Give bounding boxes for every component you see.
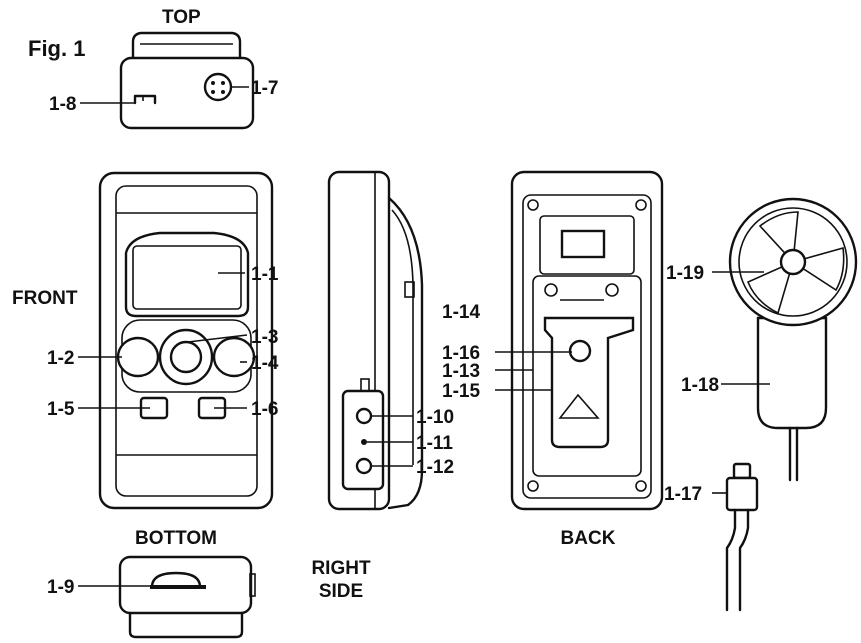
- vane-blade: [758, 211, 799, 264]
- jack-1-12: [355, 457, 373, 475]
- top-view-body: [119, 56, 255, 130]
- right-side-view: RIGHT SIDE 1-10 1-11 1-12: [311, 170, 454, 602]
- callout-1-8: 1-8: [49, 94, 76, 115]
- lcd-display-window: [132, 245, 242, 310]
- bottom-side-tab: [249, 573, 256, 597]
- callout-1-15: 1-15: [442, 381, 480, 402]
- jack-1-11: [361, 439, 367, 445]
- view-label-right-side-line1: RIGHT: [311, 558, 371, 579]
- screw: [635, 480, 647, 492]
- callout-1-4: 1-4: [251, 353, 279, 374]
- side-rear-stand: [387, 196, 424, 510]
- plug-cable: [738, 508, 750, 612]
- battery-cover: [532, 275, 642, 477]
- back-inner-frame: [522, 194, 652, 499]
- probe-socket-pin: [211, 81, 215, 85]
- stand-notch: [558, 393, 600, 419]
- bottom-view-base: [128, 611, 244, 639]
- bottom-view: BOTTOM 1-9: [47, 528, 256, 639]
- tripod-socket: [568, 339, 592, 363]
- probe-socket-pin: [211, 90, 215, 94]
- back-label-window: [560, 229, 606, 259]
- probe-handle: [756, 316, 828, 430]
- callout-1-18: 1-18: [681, 375, 719, 396]
- right-button: [212, 336, 256, 378]
- vane-probe: 1-19 1-18: [666, 197, 858, 482]
- side-clip: [404, 281, 415, 298]
- probe-socket-pin: [221, 90, 225, 94]
- center-button: [169, 340, 203, 374]
- plug-body: [725, 476, 759, 512]
- vane-ring-inner: [738, 207, 848, 317]
- view-label-top: TOP: [162, 7, 201, 28]
- cover-screw: [544, 283, 558, 297]
- callout-1-6: 1-6: [251, 399, 278, 420]
- callout-1-16: 1-16: [442, 343, 480, 364]
- vane-blade: [791, 246, 845, 292]
- view-label-front: FRONT: [12, 288, 78, 309]
- screw: [527, 480, 539, 492]
- vane-hub: [779, 248, 807, 276]
- front-inner-frame: [115, 185, 258, 497]
- back-label-area: [539, 215, 635, 275]
- jack-1-10: [355, 407, 373, 425]
- callout-1-5: 1-5: [47, 399, 75, 420]
- view-label-back: BACK: [561, 528, 616, 549]
- callout-1-7: 1-7: [251, 78, 278, 99]
- callout-1-12: 1-12: [416, 457, 454, 478]
- plug-cable: [725, 508, 737, 612]
- lcd-display: [124, 231, 250, 318]
- callout-1-13: 1-13: [442, 361, 480, 382]
- view-label-bottom: BOTTOM: [135, 528, 217, 549]
- tilt-stand: [543, 316, 635, 449]
- screw: [635, 199, 647, 211]
- sd-card-slot-opening: [150, 585, 206, 589]
- leader-line: [187, 334, 248, 343]
- vane-blade: [746, 260, 795, 315]
- screw: [527, 199, 539, 211]
- probe-socket: [203, 72, 233, 102]
- sd-card-slot: [150, 571, 202, 589]
- callout-1-14: 1-14: [442, 302, 480, 323]
- front-view: FRONT 1-1 1-3 1-2 1-4 1-5 1-6: [12, 171, 279, 510]
- top-socket-connector: [133, 94, 157, 105]
- callout-1-17: 1-17: [664, 484, 702, 505]
- callout-1-3: 1-3: [251, 327, 278, 348]
- cover-screw: [605, 283, 619, 297]
- callout-1-1: 1-1: [251, 264, 279, 285]
- top-view: TOP 1-7 1-8: [49, 7, 278, 130]
- side-rear-stand-inner: [391, 209, 414, 465]
- probe-plug: 1-17: [664, 462, 759, 612]
- left-button: [116, 336, 160, 378]
- back-view: BACK 1-14 1-16 1-13 1-15: [442, 170, 664, 549]
- figure-title: Fig. 1: [28, 36, 85, 61]
- plug-tip: [732, 462, 752, 480]
- view-label-right-side-line2: SIDE: [319, 581, 363, 602]
- probe-socket-pin: [221, 81, 225, 85]
- callout-1-11: 1-11: [416, 433, 453, 454]
- callout-1-9: 1-9: [47, 577, 74, 598]
- callout-1-2: 1-2: [47, 348, 74, 369]
- callout-1-10: 1-10: [416, 407, 454, 428]
- top-view-cap: [131, 31, 242, 60]
- callout-1-19: 1-19: [666, 263, 704, 284]
